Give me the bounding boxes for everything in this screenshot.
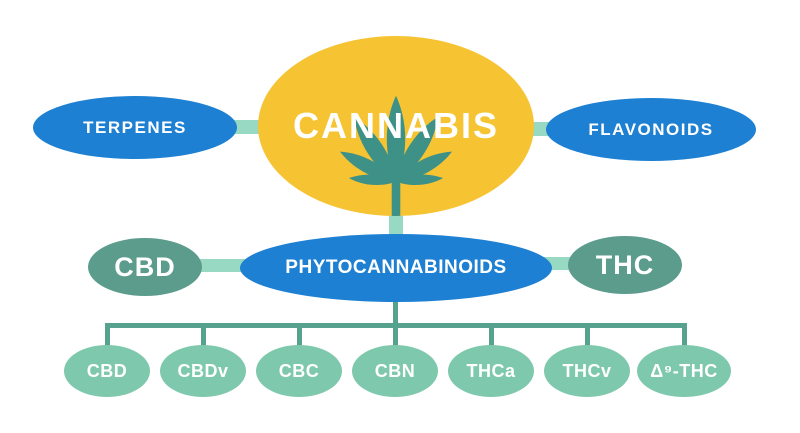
node-terpenes: TERPENES	[33, 96, 237, 159]
node-child-cbc: CBC	[256, 345, 342, 397]
node-child-thcv: THCv	[544, 345, 630, 397]
node-phytocannabinoids: PHYTOCANNABINOIDS	[240, 234, 552, 302]
node-flavonoids-label: FLAVONOIDS	[588, 119, 714, 139]
node-cbd-parent: CBD	[88, 238, 202, 296]
tree-drop-line	[585, 323, 590, 349]
node-cbd-parent-label: CBD	[114, 251, 176, 282]
node-child-thca: THCa	[448, 345, 534, 397]
node-child-label: CBC	[278, 360, 320, 381]
node-child-label: Δ⁹-THC	[650, 360, 718, 381]
node-child-delta9-thc: Δ⁹-THC	[637, 345, 731, 397]
node-child-label: CBN	[374, 360, 416, 381]
tree-drop-line	[297, 323, 302, 349]
tree-trunk-line	[393, 298, 398, 326]
node-child-label: CBD	[86, 360, 128, 381]
cannabis-leaf-icon	[308, 36, 484, 216]
node-phytocannabinoids-label: PHYTOCANNABINOIDS	[285, 257, 507, 278]
node-child-label: THCa	[466, 360, 516, 381]
node-terpenes-label: TERPENES	[83, 117, 187, 137]
node-child-cbdv: CBDv	[160, 345, 246, 397]
node-child-label: CBDv	[177, 360, 229, 381]
node-thc-parent: THC	[568, 236, 682, 294]
tree-drop-line	[682, 323, 687, 349]
node-flavonoids: FLAVONOIDS	[546, 98, 756, 161]
node-child-cbd: CBD	[64, 345, 150, 397]
node-child-label: THCv	[562, 360, 612, 381]
node-cannabis-label: CANNABIS	[292, 105, 499, 146]
tree-drop-line	[393, 323, 398, 349]
node-child-cbn: CBN	[352, 345, 438, 397]
tree-drop-line	[105, 323, 110, 349]
tree-drop-line	[201, 323, 206, 349]
tree-drop-line	[489, 323, 494, 349]
node-thc-parent-label: THC	[595, 249, 655, 280]
node-cannabis: CANNABIS	[258, 36, 534, 216]
